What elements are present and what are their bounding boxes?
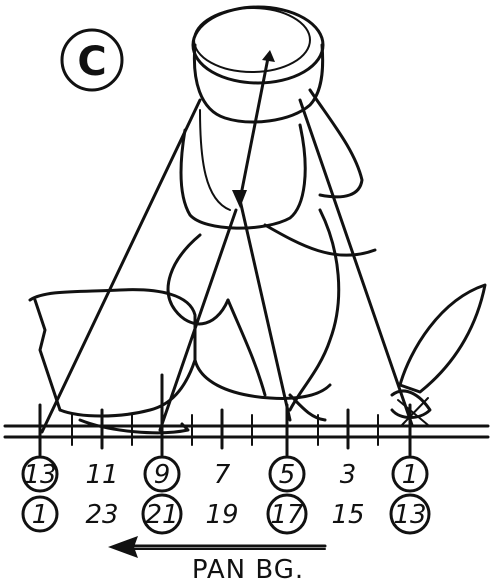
- left-leg-back: [35, 300, 60, 410]
- frame-bottom-5: 15: [331, 500, 364, 530]
- rear-leg-curve: [290, 210, 339, 410]
- center-leg-line-2: [240, 200, 290, 420]
- rear-arm: [310, 90, 362, 197]
- torso-inner: [200, 110, 230, 210]
- front-arm-curve: [168, 235, 228, 324]
- frame-label: 23: [85, 500, 118, 530]
- frame-top-0: 13: [23, 457, 57, 491]
- frame-top-5: 3: [340, 460, 357, 490]
- pan-caption: PAN BG.: [192, 555, 304, 584]
- frame-label: 17: [270, 500, 304, 530]
- ear-outline: [400, 285, 485, 392]
- construction-lines: [42, 100, 412, 432]
- frame-top-2: 9: [145, 457, 179, 491]
- frame-numbers-bottom: 1 23 21 19 17 15 13: [23, 495, 429, 533]
- frame-label: 21: [145, 500, 178, 530]
- frame-bottom-0: 1: [23, 497, 57, 531]
- frame-top-4: 5: [270, 457, 304, 491]
- front-arm-down: [228, 300, 265, 395]
- frame-label: 13: [23, 460, 56, 490]
- frame-label: 13: [393, 500, 426, 530]
- frame-top-6: 1: [393, 457, 427, 491]
- frame-label: 1: [402, 460, 419, 490]
- panel-badge: C: [62, 30, 122, 90]
- frame-label: 19: [205, 500, 238, 530]
- frame-label: 5: [279, 460, 296, 490]
- figure-torso: [181, 90, 362, 228]
- arrow-shaft: [240, 58, 268, 200]
- frame-bottom-3: 19: [205, 500, 238, 530]
- right-leg-line: [300, 100, 412, 425]
- frame-numbers-top: 13 11 9 7 5 3 1: [23, 457, 427, 491]
- head-inner-ellipse: [194, 8, 310, 72]
- frame-label: 15: [331, 500, 364, 530]
- frame-label: 1: [32, 500, 49, 530]
- mid-foot: [290, 395, 325, 420]
- pan-arrow-head-left-icon: [108, 536, 138, 558]
- frame-bottom-6: 13: [391, 495, 429, 533]
- frame-bottom-4: 17: [268, 495, 306, 533]
- frame-label: 9: [154, 460, 171, 490]
- pan-direction: PAN BG.: [108, 536, 325, 584]
- frame-bottom-2: 21: [143, 495, 181, 533]
- panel-letter: C: [77, 39, 106, 85]
- frame-label: 3: [340, 460, 357, 490]
- frame-top-1: 11: [85, 460, 118, 490]
- frame-label: 11: [85, 460, 118, 490]
- back-arm-line: [265, 225, 375, 255]
- frame-top-3: 7: [214, 460, 231, 490]
- frame-bottom-1: 23: [85, 500, 118, 530]
- frame-label: 7: [214, 460, 231, 490]
- arrow-head-up: [262, 50, 275, 62]
- motion-arrow: [232, 50, 275, 208]
